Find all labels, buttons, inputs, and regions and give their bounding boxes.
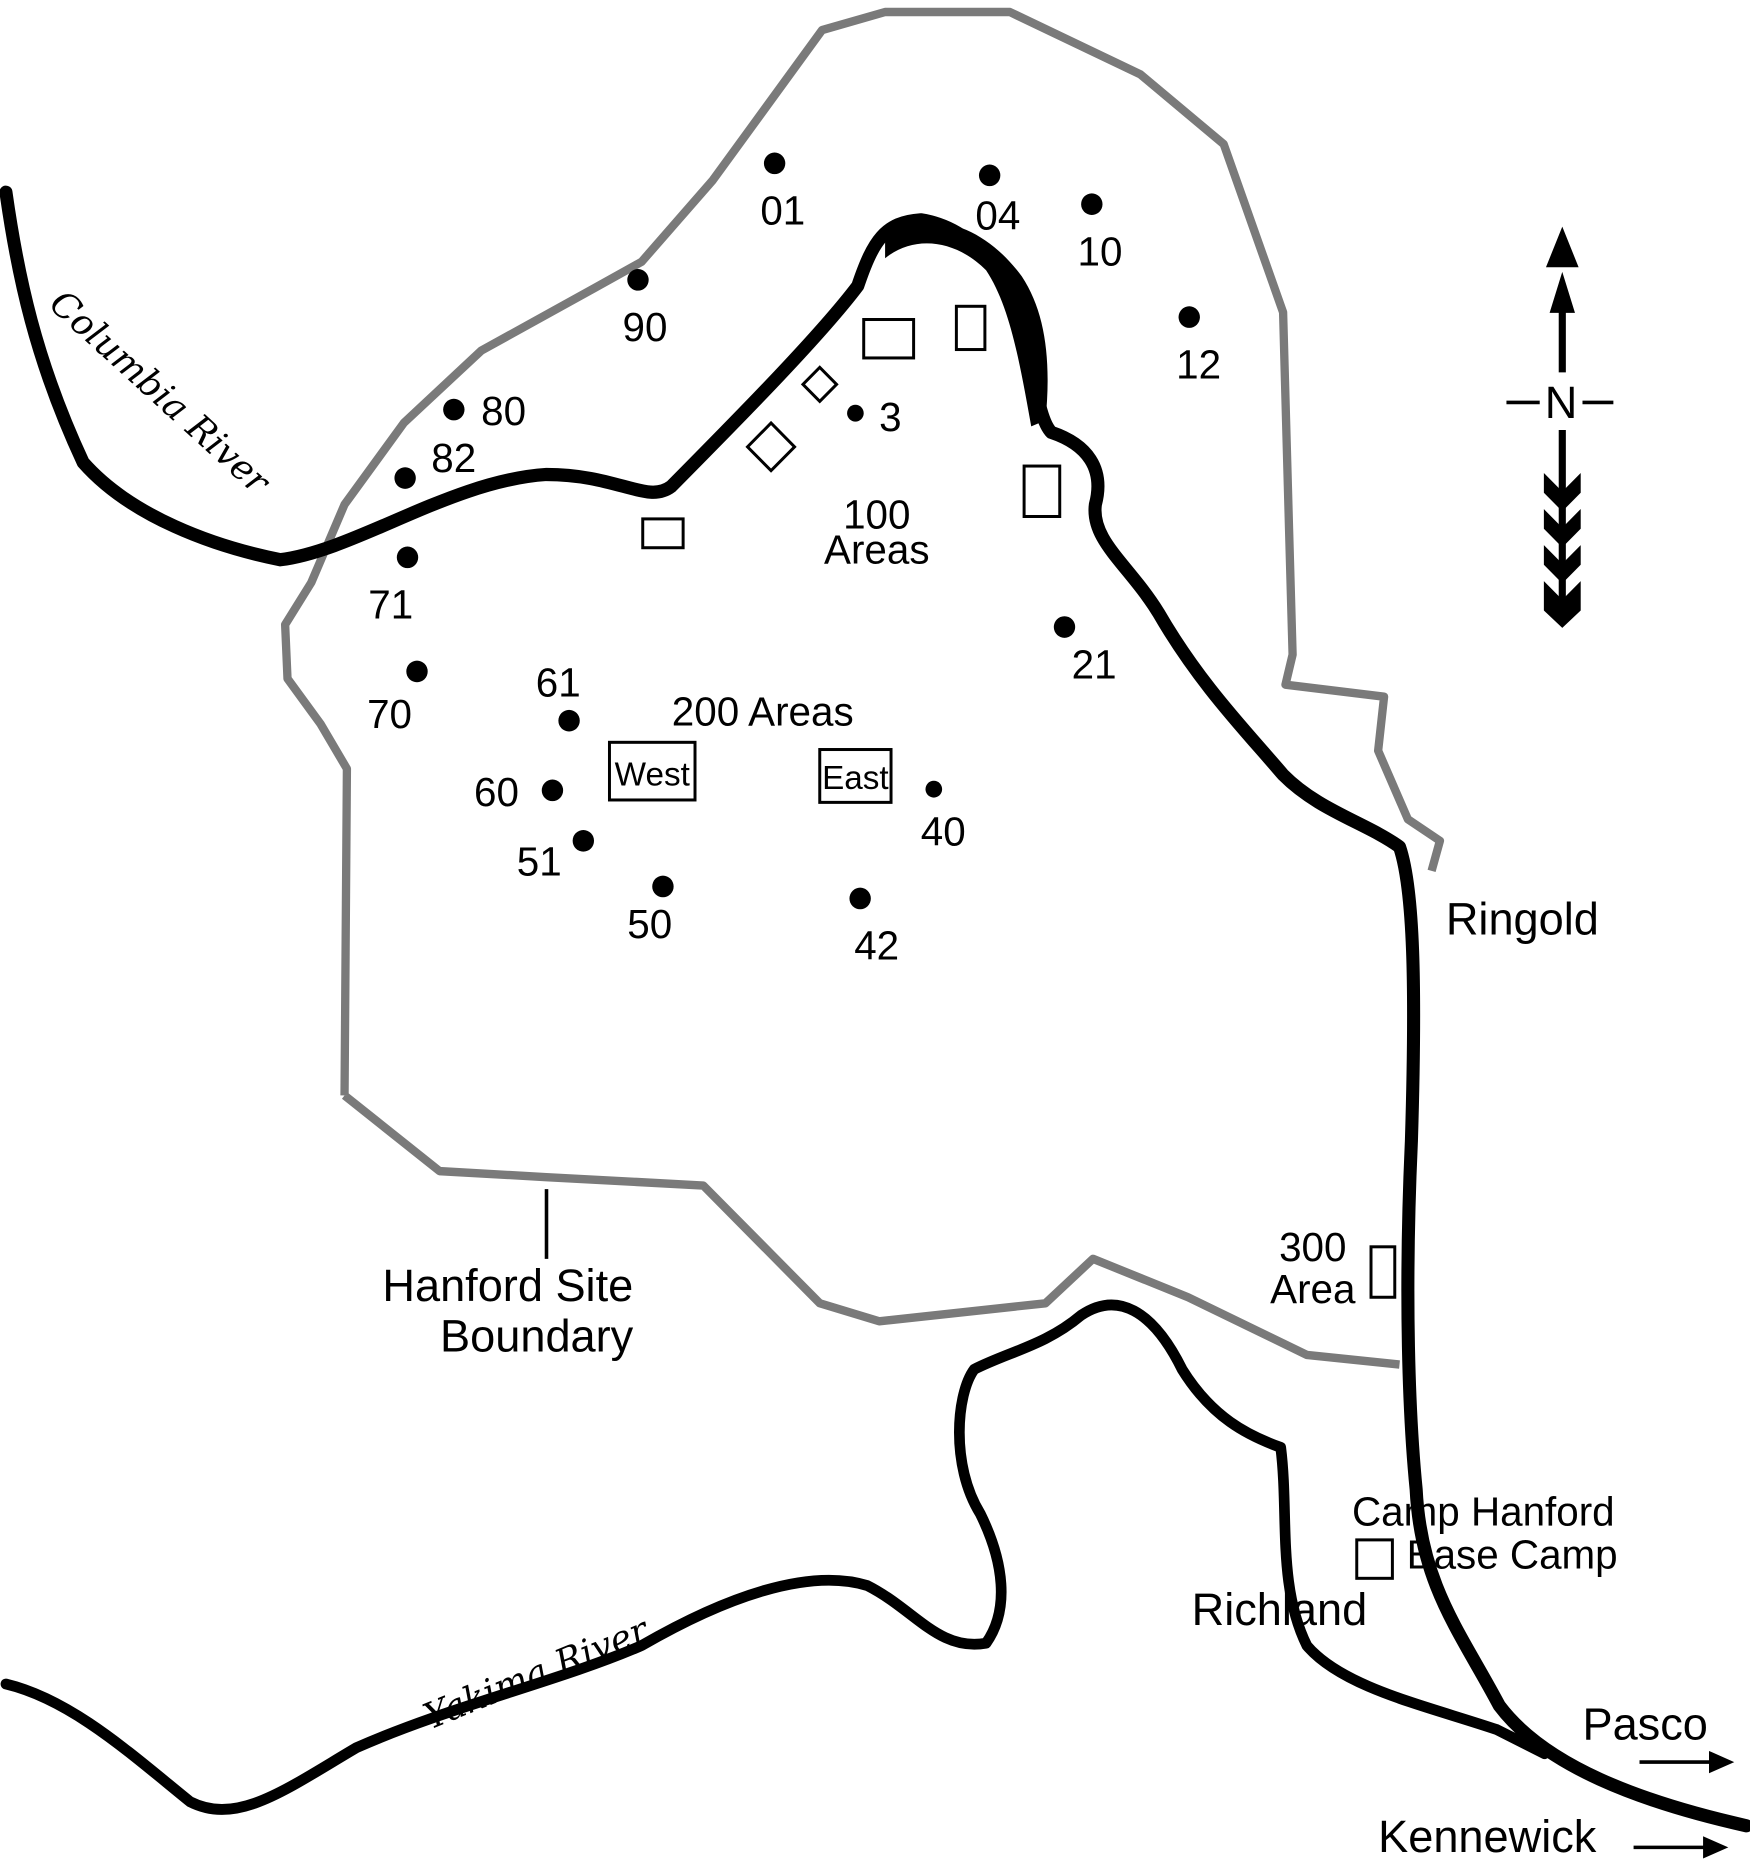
camp-hanford-box[interactable] bbox=[1355, 1538, 1394, 1580]
well-dot[interactable] bbox=[572, 830, 595, 852]
west-area-box[interactable] bbox=[607, 740, 697, 802]
camp-hanford-label: Camp Hanford bbox=[1352, 1488, 1615, 1534]
well-label: 61 bbox=[536, 659, 581, 705]
area-200-label: 200 Areas bbox=[672, 688, 854, 734]
pasco-label: Pasco bbox=[1582, 1698, 1707, 1749]
base-camp-label: Base Camp bbox=[1407, 1532, 1618, 1578]
well-dot[interactable] bbox=[925, 780, 943, 798]
well-dot[interactable] bbox=[541, 779, 564, 802]
north-label: N bbox=[1545, 377, 1578, 428]
reactor-box bbox=[954, 304, 987, 352]
columbia-river-label: Columbia River bbox=[42, 282, 279, 503]
reactor-box bbox=[862, 318, 916, 360]
kennewick-label: Kennewick bbox=[1378, 1811, 1597, 1862]
north-arrow-icon bbox=[1506, 226, 1614, 628]
well-label: 82 bbox=[431, 435, 476, 481]
richland-label: Richland bbox=[1192, 1584, 1368, 1635]
well-label: 01 bbox=[760, 187, 805, 233]
well-dot[interactable] bbox=[627, 269, 649, 291]
well-dot[interactable] bbox=[849, 887, 871, 910]
well-dot[interactable] bbox=[978, 164, 1001, 187]
reactor-box bbox=[745, 420, 797, 473]
well-dot[interactable] bbox=[1053, 616, 1076, 638]
well-label: 50 bbox=[627, 901, 672, 947]
hanford-site-boundary bbox=[280, 7, 1445, 1369]
well-dot[interactable] bbox=[396, 546, 419, 569]
wells bbox=[394, 152, 1200, 910]
well-label: 04 bbox=[975, 192, 1020, 238]
area-100-label: 100 bbox=[843, 491, 910, 537]
columbia-river-wide bbox=[885, 221, 1048, 427]
well-label: 3 bbox=[879, 394, 901, 440]
well-label: 90 bbox=[623, 304, 668, 350]
well-dot[interactable] bbox=[558, 709, 580, 732]
arrow-right-icon bbox=[1639, 1750, 1735, 1774]
well-label: 51 bbox=[517, 838, 562, 884]
well-dot[interactable] bbox=[847, 404, 864, 422]
yakima-river-label: Yakima River bbox=[418, 1609, 655, 1738]
well-label: 12 bbox=[1176, 341, 1221, 387]
area-100-label-2: Areas bbox=[824, 526, 930, 572]
well-dot[interactable] bbox=[394, 467, 416, 489]
reactor-box bbox=[800, 365, 839, 404]
well-label: 60 bbox=[474, 769, 519, 815]
boundary-label: Hanford Site bbox=[382, 1260, 633, 1311]
well-dot[interactable] bbox=[406, 660, 428, 683]
well-label: 10 bbox=[1078, 228, 1123, 274]
boundary-label-2: Boundary bbox=[440, 1310, 633, 1361]
ringold-label: Ringold bbox=[1446, 893, 1599, 944]
east-area-box[interactable] bbox=[818, 748, 893, 804]
well-label: 40 bbox=[921, 808, 966, 854]
well-dot[interactable] bbox=[652, 875, 674, 898]
yakima-river bbox=[0, 1299, 1550, 1815]
well-label: 21 bbox=[1072, 641, 1117, 687]
area-300-box[interactable] bbox=[1369, 1245, 1397, 1299]
area-300-label-2: Area bbox=[1270, 1266, 1356, 1312]
reactor-box bbox=[1022, 464, 1062, 519]
well-label: 42 bbox=[854, 923, 899, 969]
well-label: 80 bbox=[481, 388, 526, 434]
well-label: 71 bbox=[368, 581, 413, 627]
east-label: East bbox=[822, 760, 889, 797]
well-dot[interactable] bbox=[1178, 306, 1200, 328]
arrow-right-icon bbox=[1633, 1836, 1729, 1859]
well-dot[interactable] bbox=[1081, 193, 1103, 216]
area-300-label: 300 bbox=[1279, 1224, 1346, 1270]
reactor-box bbox=[641, 517, 685, 550]
facility-boxes bbox=[607, 304, 1397, 1580]
columbia-river bbox=[0, 185, 1750, 1833]
well-labels: 01 04 10 12 90 80 82 3 71 70 61 60 51 50… bbox=[367, 187, 1221, 968]
well-dot[interactable] bbox=[763, 152, 786, 175]
well-dot[interactable] bbox=[443, 398, 465, 421]
west-label: West bbox=[615, 756, 691, 793]
well-label: 70 bbox=[367, 691, 412, 737]
